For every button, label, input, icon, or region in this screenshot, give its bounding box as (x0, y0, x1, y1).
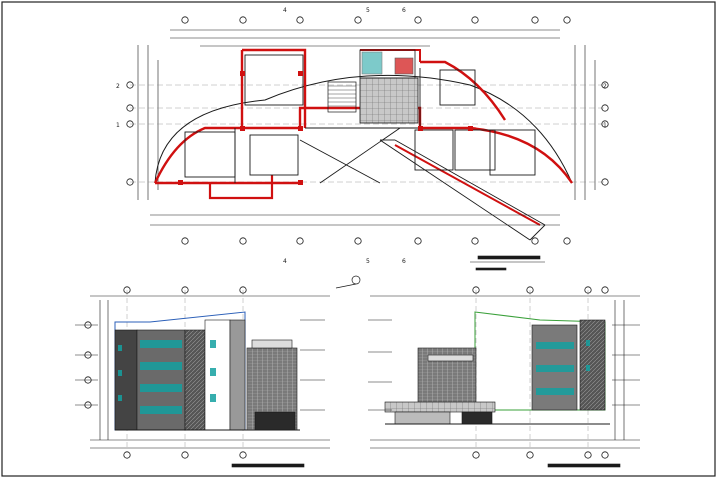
axis-left-2: 2 (116, 83, 120, 90)
plan-grid-bubble-left (126, 104, 134, 112)
plan-grid-bubble-top (354, 16, 362, 24)
front-elev-level-bubble (84, 376, 92, 384)
plan-section-markers: 4 5 6 4 5 6 2 1 2 1 (116, 7, 607, 265)
plan-columns (178, 71, 473, 185)
marker-6-top: 6 (402, 7, 406, 14)
front-elevation (75, 290, 330, 468)
rear-elev-bubble-top (601, 286, 609, 294)
front-elevation-windows (118, 340, 216, 414)
floor-plan (130, 29, 605, 271)
marker-5-top: 5 (366, 7, 370, 14)
plan-toilet-core (359, 49, 416, 79)
marker-6-bottom: 6 (402, 258, 406, 265)
rear-elev-bubble-bottom (526, 451, 534, 459)
front-elev-level-bubble (84, 401, 92, 409)
rear-elevation-windows (536, 340, 590, 395)
plan-grid-bubble-bottom (239, 237, 247, 245)
plan-grid-bubble-top (531, 16, 539, 24)
rear-elev-bubble-bottom (472, 451, 480, 459)
plan-grid-bubble-top (296, 16, 304, 24)
plan-grid-bubble-bottom (414, 237, 422, 245)
rear-elev-bubble-top (526, 286, 534, 294)
plan-grid-bubble-top (414, 16, 422, 24)
front-elev-bubble-top (123, 286, 131, 294)
plan-grid-bubble-left (126, 120, 134, 128)
plan-grid-bubble-bottom (471, 237, 479, 245)
marker-4-bottom: 4 (283, 258, 287, 265)
plan-top-dimensions (170, 29, 560, 47)
axis-right-2: 2 (603, 83, 607, 90)
plan-grid-bubble-top (471, 16, 479, 24)
plan-grid-bubble-bottom (181, 237, 189, 245)
plan-scale-bar (477, 255, 541, 260)
front-elev-bubble-top (181, 286, 189, 294)
front-elev-bubble-bottom (123, 451, 131, 459)
plan-grid-bubble-right (601, 120, 609, 128)
rear-elev-bubble-top (472, 286, 480, 294)
plan-grid-bubble-right (601, 178, 609, 186)
plan-grid-bubble-bottom (531, 237, 539, 245)
plan-grid-bubble-top (181, 16, 189, 24)
plan-side-dimensions (137, 45, 596, 200)
front-elev-level-bubble (84, 321, 92, 329)
front-elev-bubble-bottom (181, 451, 189, 459)
plan-grid-bubble-top (563, 16, 571, 24)
north-symbol (335, 275, 361, 289)
axis-left-1: 1 (116, 122, 120, 129)
plan-bottom-dimensions (150, 214, 560, 226)
plan-stairs (327, 81, 357, 113)
marker-4-top: 4 (283, 7, 287, 14)
plan-grid-bubble-bottom (354, 237, 362, 245)
plan-interior-walls (184, 54, 546, 241)
plan-grid-bubble-left (126, 178, 134, 186)
plan-grid-bubbles (126, 16, 609, 245)
plan-grid-bubble-top (239, 16, 247, 24)
rear-elev-bubble-top (584, 286, 592, 294)
plan-tiled-hall (359, 77, 419, 124)
rear-elev-bubble-bottom (584, 451, 592, 459)
rear-elevation (368, 290, 640, 468)
front-elev-bubble-top (239, 286, 247, 294)
rear-elev-bubble-bottom (601, 451, 609, 459)
plan-grid-bubble-bottom (563, 237, 571, 245)
plan-grid-bubble-right (601, 81, 609, 89)
front-elev-bubble-bottom (239, 451, 247, 459)
plan-grid-bubble-left (126, 81, 134, 89)
marker-5-bottom: 5 (366, 258, 370, 265)
axis-right-1: 1 (603, 122, 607, 129)
front-elev-level-bubble (84, 351, 92, 359)
plan-grid-bubble-bottom (296, 237, 304, 245)
elevation-grid-bubbles (84, 286, 609, 459)
plan-grid-bubble-right (601, 104, 609, 112)
